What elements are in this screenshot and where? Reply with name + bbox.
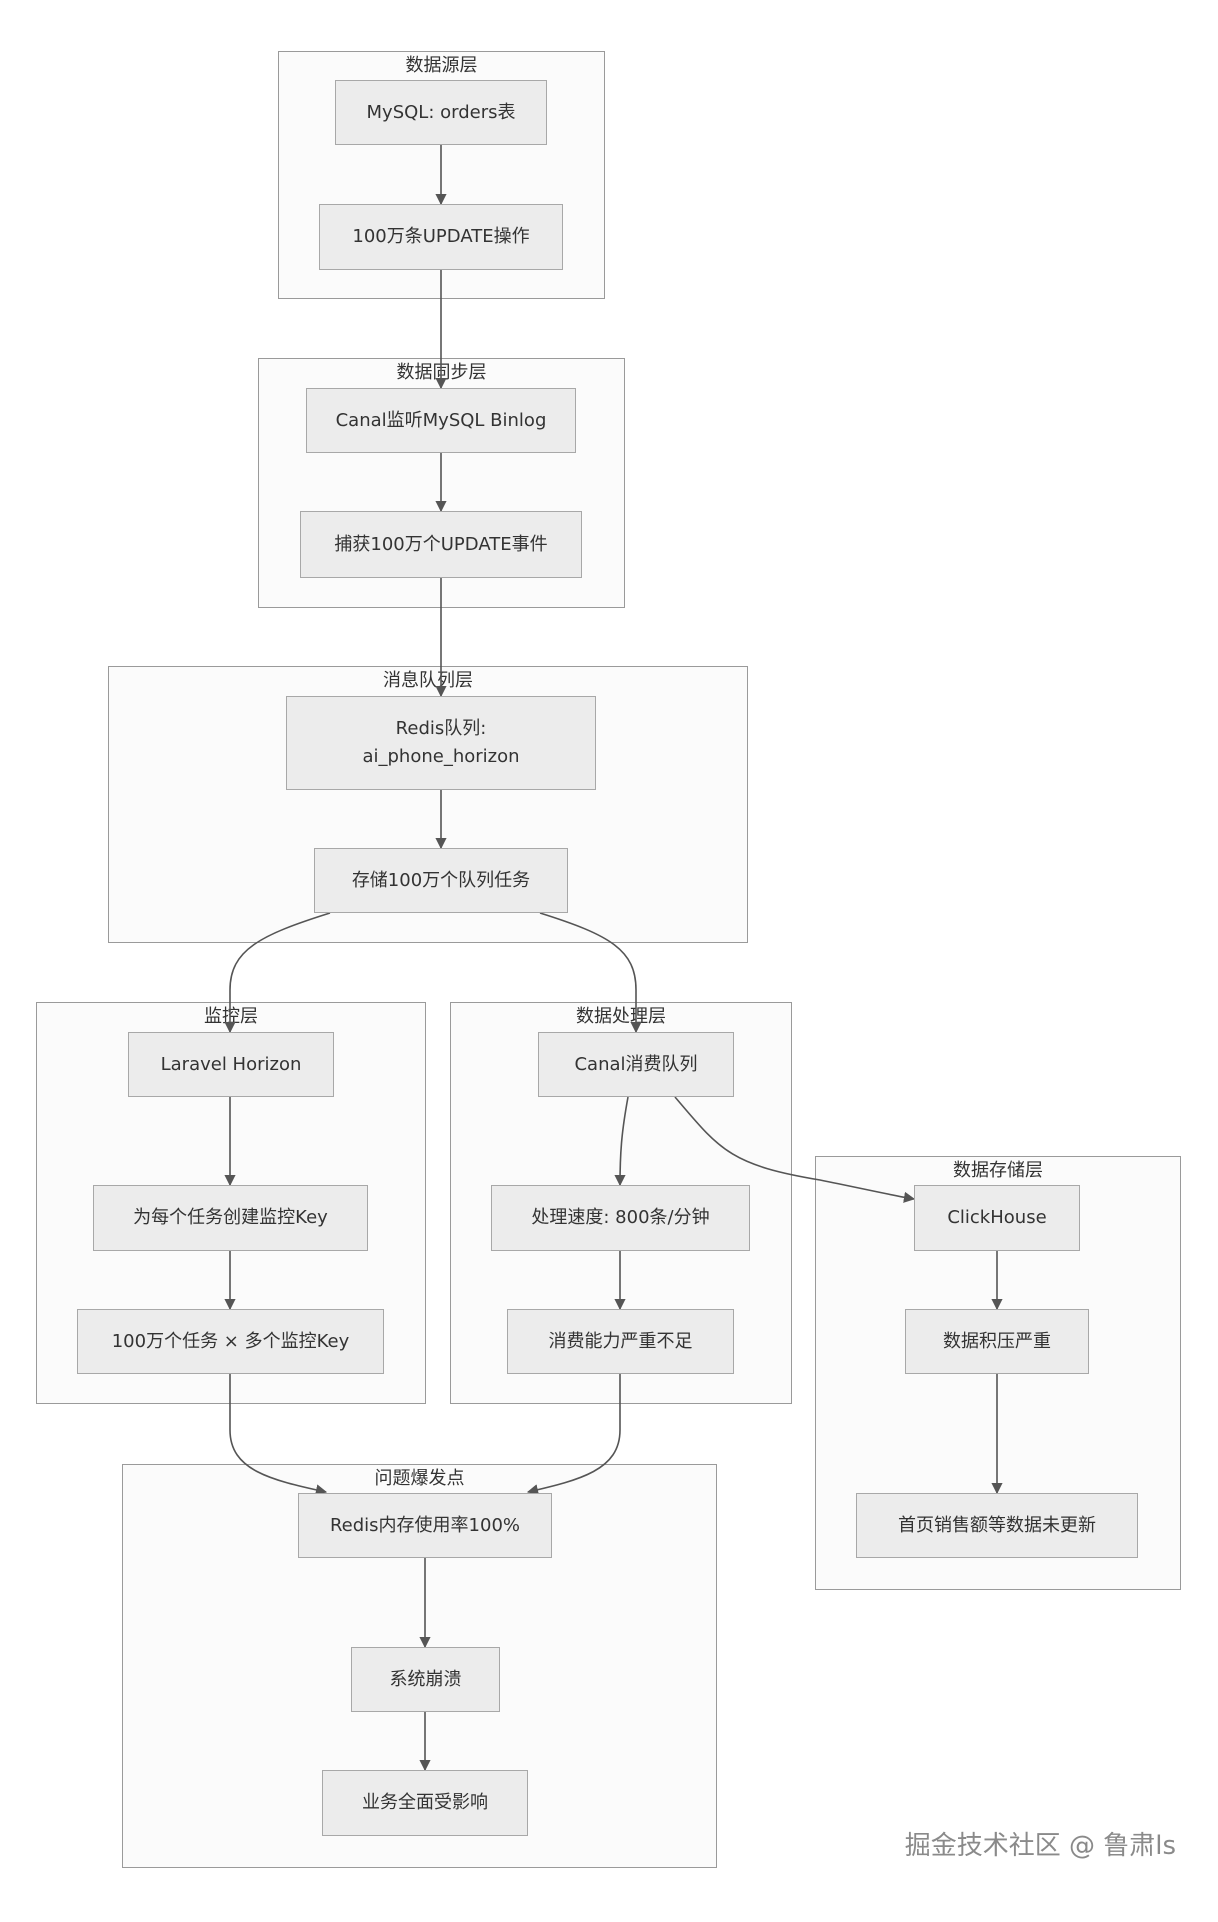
group-title-process: 数据处理层 xyxy=(576,1006,666,1027)
node-store-tasks: 存储100万个队列任务 xyxy=(314,848,568,913)
group-title-queue: 消息队列层 xyxy=(383,670,473,691)
node-clickhouse: ClickHouse xyxy=(914,1185,1080,1251)
node-mysql: MySQL: orders表 xyxy=(335,80,547,145)
node-not-updated: 首页销售额等数据未更新 xyxy=(856,1493,1138,1558)
watermark: 掘金技术社区 @ 鲁肃ls xyxy=(904,1831,1176,1861)
node-insufficient: 消费能力严重不足 xyxy=(507,1309,734,1374)
node-canal-consume: Canal消费队列 xyxy=(538,1032,734,1097)
group-title-issue: 问题爆发点 xyxy=(374,1468,465,1489)
group-title-monitor: 监控层 xyxy=(204,1006,258,1027)
node-impact: 业务全面受影响 xyxy=(322,1770,528,1836)
node-backlog: 数据积压严重 xyxy=(905,1309,1089,1374)
node-create-key: 为每个任务创建监控Key xyxy=(93,1185,368,1251)
node-multi-key: 100万个任务 × 多个监控Key xyxy=(77,1309,384,1374)
node-update-ops: 100万条UPDATE操作 xyxy=(319,204,563,270)
node-redis-mem: Redis内存使用率100% xyxy=(298,1493,552,1558)
node-speed: 处理速度: 800条/分钟 xyxy=(491,1185,750,1251)
node-redis-queue: Redis队列: ai_phone_horizon xyxy=(286,696,596,790)
node-capture: 捕获100万个UPDATE事件 xyxy=(300,511,582,578)
node-canal-binlog: Canal监听MySQL Binlog xyxy=(306,388,576,453)
group-title-sync: 数据同步层 xyxy=(396,362,487,383)
node-crash: 系统崩溃 xyxy=(351,1647,500,1712)
group-title-storage: 数据存储层 xyxy=(953,1160,1043,1181)
group-title-source: 数据源层 xyxy=(405,55,478,76)
node-horizon: Laravel Horizon xyxy=(128,1032,334,1097)
